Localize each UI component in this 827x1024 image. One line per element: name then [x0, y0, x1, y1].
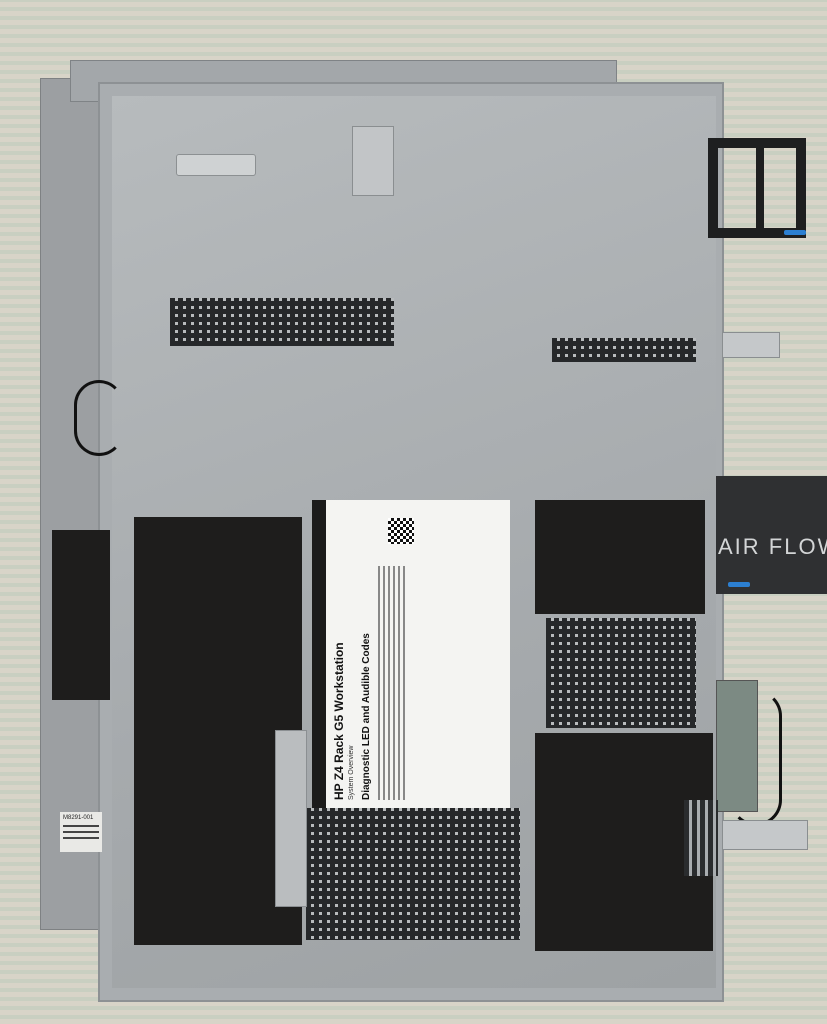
label-text-lines — [378, 508, 405, 800]
foam-pad-bottom-right — [535, 733, 713, 951]
front-bracket — [722, 820, 808, 850]
air-duct-frame-divider — [756, 138, 764, 238]
label-section: System Overview — [348, 745, 355, 800]
part-sticker-text: M8291-001 — [63, 815, 94, 821]
cover-handle — [176, 154, 256, 176]
foam-pad-top-right — [535, 500, 705, 614]
vent-grille-mid-right — [546, 618, 696, 728]
pcie-slot-cover — [275, 730, 307, 907]
vent-grille-top-left — [170, 298, 394, 346]
vent-grille-bottom-center — [306, 808, 520, 940]
blue-release-tab-top — [784, 230, 806, 235]
label-title: Diagnostic LED and Audible Codes — [361, 633, 372, 800]
vent-grille-top-right — [552, 338, 696, 362]
air-flow-duct: AIR FLOW — [716, 476, 827, 594]
label-brand: HP Z4 Rack G5 Workstation — [332, 642, 346, 800]
qr-code — [388, 518, 414, 544]
part-sticker: M8291-001 — [60, 812, 102, 852]
blue-release-tab-bottom — [728, 582, 750, 587]
side-comb-vent — [684, 800, 718, 876]
air-flow-text: AIR FLOW — [718, 534, 827, 559]
cover-latch — [352, 126, 394, 196]
service-label-content: HP Z4 Rack G5 Workstation System Overvie… — [326, 500, 510, 808]
black-cable — [730, 690, 782, 826]
foam-pad-left — [134, 517, 302, 945]
internal-cable-channel — [52, 530, 110, 700]
internal-cable-bundle — [74, 380, 124, 456]
duct-bracket — [722, 332, 780, 358]
service-label: HP Z4 Rack G5 Workstation System Overvie… — [312, 500, 510, 808]
